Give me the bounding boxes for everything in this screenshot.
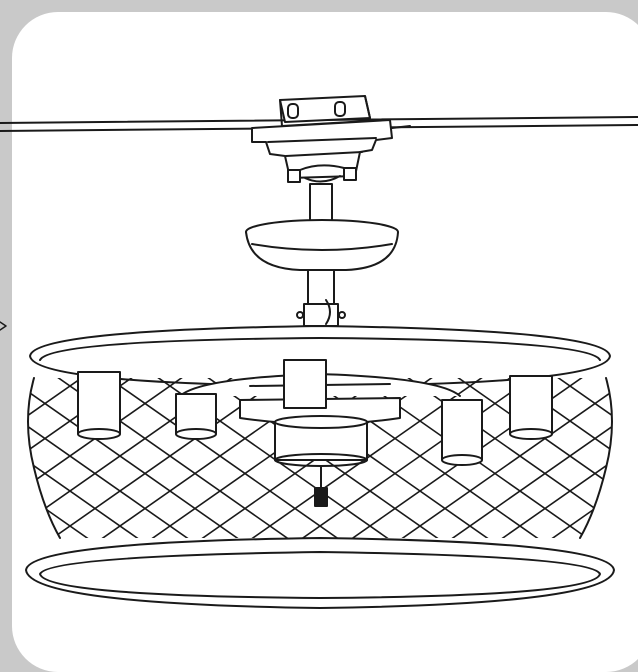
light-socket (77, 371, 121, 440)
ceiling-fan-drawing (0, 95, 638, 609)
diagram-frame (0, 12, 638, 672)
canopy (245, 219, 399, 271)
cage-bottom-ring (25, 537, 615, 609)
light-socket (441, 399, 483, 466)
mounting-bracket (251, 119, 411, 183)
light-socket (175, 393, 217, 440)
cage-top-ring (29, 325, 611, 387)
downrod-coupler (296, 299, 346, 327)
cage-sides (27, 377, 613, 539)
motor-housing (179, 359, 461, 467)
light-sockets (77, 371, 553, 466)
edge-marker (0, 321, 7, 331)
lattice-cage (28, 378, 612, 538)
pull-chain (314, 465, 328, 507)
light-socket (509, 375, 553, 440)
